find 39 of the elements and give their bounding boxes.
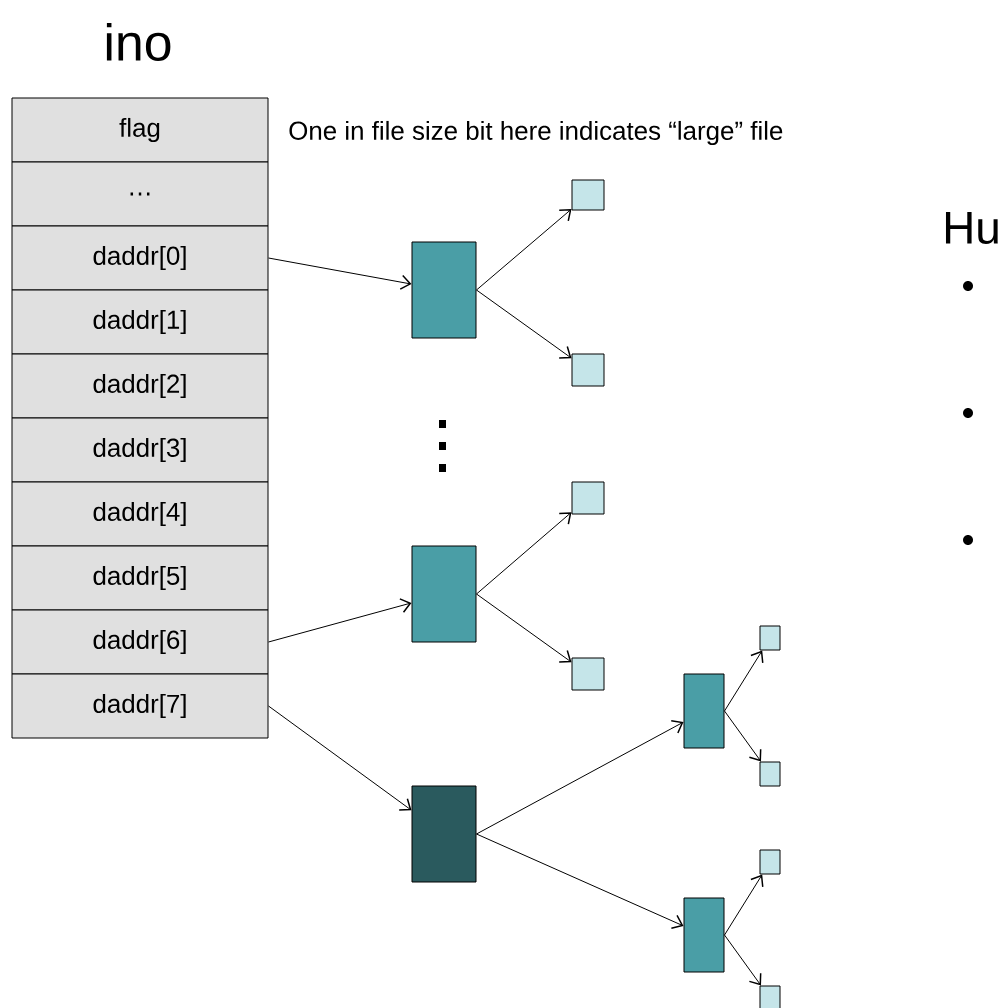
arrow xyxy=(724,874,764,936)
block-box xyxy=(683,897,725,973)
block-box xyxy=(683,673,725,749)
table-row: daddr[2] xyxy=(11,353,269,419)
arrow xyxy=(268,705,412,811)
block-box xyxy=(759,625,781,651)
block-box xyxy=(759,761,781,787)
heading: ino xyxy=(106,22,171,61)
arrow xyxy=(476,289,572,359)
block-box xyxy=(759,849,781,875)
block-box xyxy=(759,985,781,1008)
table-row: daddr[0] xyxy=(11,225,269,291)
table-row: daddr[6] xyxy=(11,609,269,675)
arrow xyxy=(476,512,572,595)
arrow xyxy=(476,593,572,663)
arrow xyxy=(724,650,764,712)
note-text: Hu xyxy=(946,212,998,244)
block-box xyxy=(411,241,477,339)
block-box xyxy=(571,179,605,211)
arrow xyxy=(268,257,412,290)
block-box xyxy=(571,353,605,387)
block-box xyxy=(571,481,605,515)
table-row: flag xyxy=(11,97,269,163)
block-box xyxy=(411,785,477,883)
table-row: daddr[3] xyxy=(11,417,269,483)
arrow xyxy=(476,720,684,835)
block-box xyxy=(411,545,477,643)
table-row: daddr[4] xyxy=(11,481,269,547)
arrow xyxy=(724,710,762,762)
table-row: daddr[7] xyxy=(11,673,269,739)
table-row: daddr[5] xyxy=(11,545,269,611)
note-text: One in file size bit here indicates “large” file xyxy=(289,120,783,146)
arrow xyxy=(268,598,412,643)
arrow xyxy=(476,209,572,291)
arrow xyxy=(476,833,684,929)
arrow xyxy=(724,934,762,986)
block-box xyxy=(571,657,605,691)
table-row: daddr[1] xyxy=(11,289,269,355)
table-row: … xyxy=(11,161,269,227)
